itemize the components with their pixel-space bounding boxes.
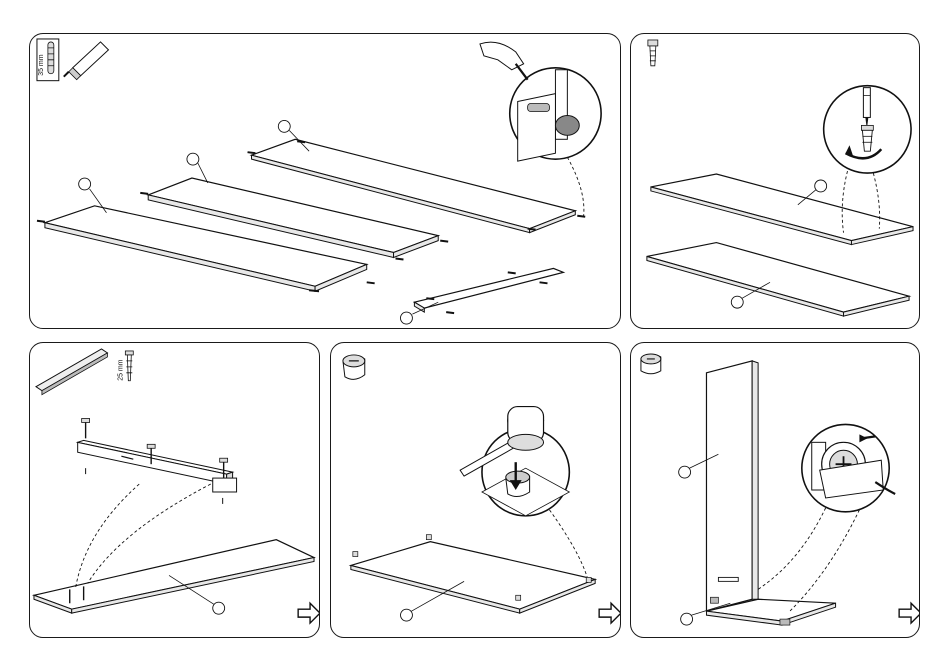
step-3-panel: 25 mm <box>29 342 320 638</box>
cam-lock-icon <box>641 354 661 374</box>
next-arrow-icon <box>298 603 319 623</box>
shelf-panel-top <box>651 174 913 245</box>
small-shelf-panel <box>414 268 563 312</box>
step-4-panel <box>330 342 621 638</box>
cam-bolt-icon <box>648 40 658 66</box>
step-1-illustration: 35 mm <box>30 34 620 328</box>
side-panel <box>34 540 314 613</box>
step-5-panel <box>630 342 920 638</box>
step-3-illustration: 25 mm <box>30 343 319 637</box>
screw-icon <box>125 351 133 381</box>
side-panel-upright <box>706 361 758 611</box>
screw-size-label: 25 mm <box>117 359 124 380</box>
bottom-panel <box>351 535 595 613</box>
shelf-panel-bottom <box>647 243 909 316</box>
cam-lock-hammer-detail <box>460 407 587 578</box>
step-2-illustration <box>631 34 919 328</box>
cam-lock-icon <box>343 355 365 379</box>
next-arrow-icon <box>899 603 919 623</box>
step-5-illustration <box>631 343 919 637</box>
next-arrow-icon <box>599 603 620 623</box>
cam-lock-tighten-detail <box>758 424 895 611</box>
drawer-runner-assembly <box>78 418 237 503</box>
dowel-size-label: 35 mm <box>38 54 45 75</box>
glue-tube-icon <box>64 42 109 80</box>
step-4-illustration <box>331 343 620 637</box>
step-2-panel <box>630 33 920 329</box>
drawer-runner-icon <box>36 349 108 395</box>
step-1-panel: 35 mm <box>29 33 621 329</box>
